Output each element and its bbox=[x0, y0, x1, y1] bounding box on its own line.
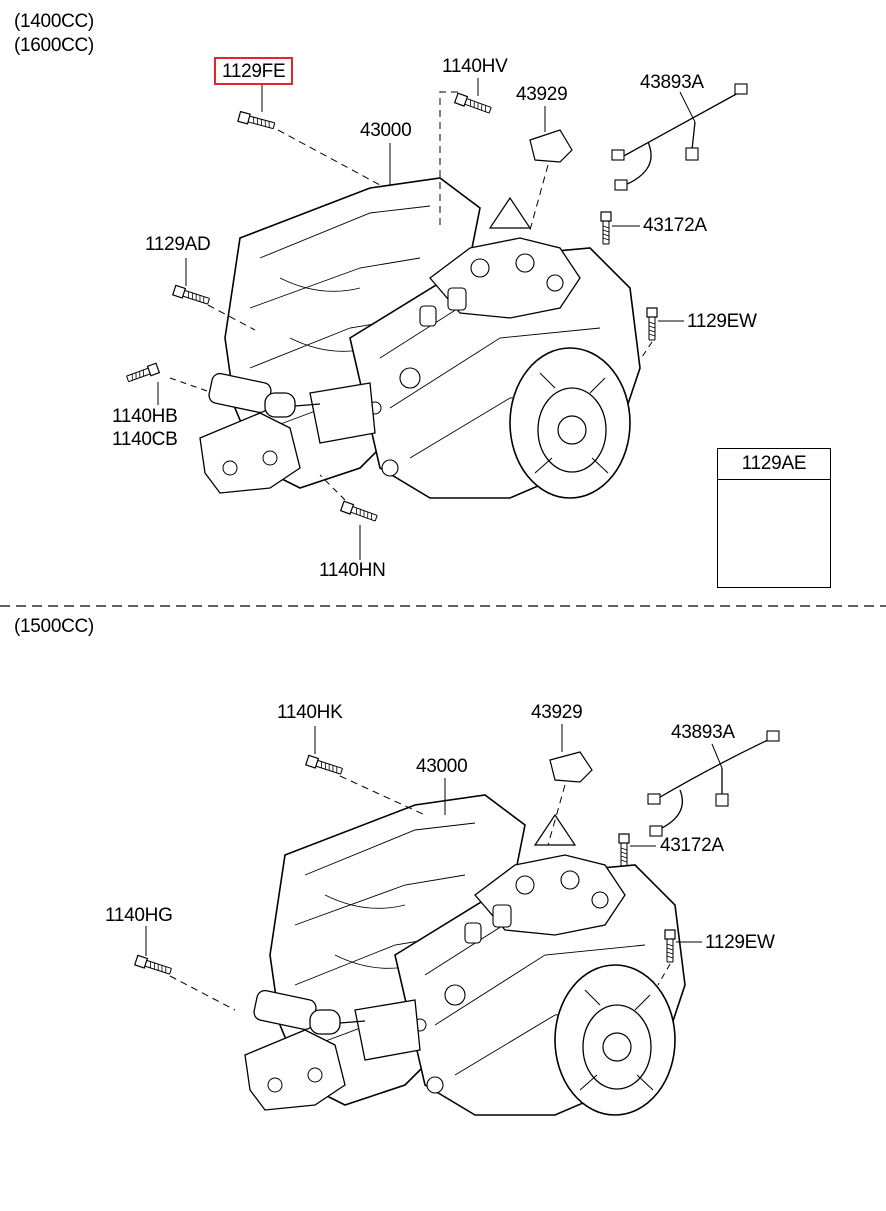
part-label-1129FE-highlighted[interactable]: 1129FE bbox=[214, 57, 294, 85]
part-label-1140HB[interactable]: 1140HB bbox=[112, 406, 178, 427]
part-label-43000-lower[interactable]: 43000 bbox=[416, 756, 468, 777]
part-label-1129EW[interactable]: 1129EW bbox=[687, 311, 757, 332]
part-label-43929[interactable]: 43929 bbox=[516, 84, 568, 105]
part-label-43000[interactable]: 43000 bbox=[360, 120, 412, 141]
variant-label-1500cc: (1500CC) bbox=[14, 616, 94, 637]
inset-label-1129AE: 1129AE bbox=[718, 449, 830, 480]
variant-label-1400cc: (1400CC) bbox=[14, 11, 94, 32]
part-label-1140HK[interactable]: 1140HK bbox=[277, 702, 343, 723]
part-label-43893A[interactable]: 43893A bbox=[640, 72, 704, 93]
part-label-1129EW-lower[interactable]: 1129EW bbox=[705, 932, 775, 953]
part-label-43893A-lower[interactable]: 43893A bbox=[671, 722, 735, 743]
part-label-43172A-lower[interactable]: 43172A bbox=[660, 835, 724, 856]
part-label-1140HN[interactable]: 1140HN bbox=[319, 560, 386, 581]
part-label-1140HG[interactable]: 1140HG bbox=[105, 905, 173, 926]
part-label-43929-lower[interactable]: 43929 bbox=[531, 702, 583, 723]
part-label-43172A[interactable]: 43172A bbox=[643, 215, 707, 236]
part-label-1140CB[interactable]: 1140CB bbox=[112, 429, 178, 450]
inset-box-1129AE[interactable]: 1129AE bbox=[717, 448, 831, 588]
part-label-1129AD[interactable]: 1129AD bbox=[145, 234, 211, 255]
variant-label-1600cc: (1600CC) bbox=[14, 35, 94, 56]
part-label-1140HV[interactable]: 1140HV bbox=[442, 56, 508, 77]
